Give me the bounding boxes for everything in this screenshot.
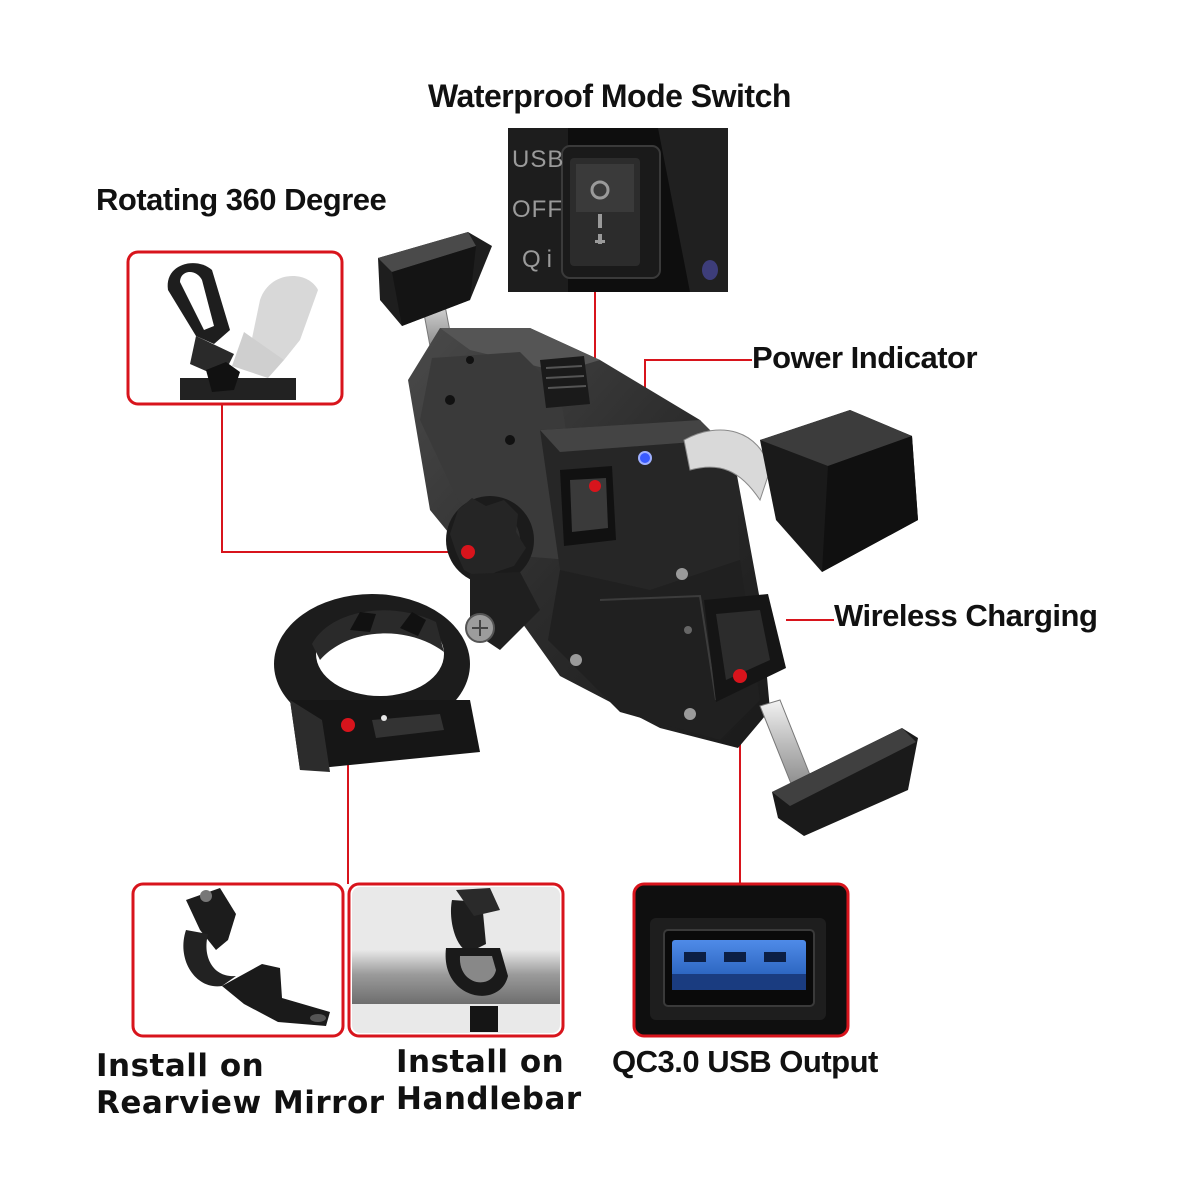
label-rotating: Rotating 360 Degree	[96, 182, 387, 217]
top-right-grip	[683, 410, 918, 572]
rotation-knob	[446, 496, 534, 584]
label-handlebar-line1: Install on	[396, 1044, 565, 1080]
label-usb-output: QC3.0 USB Output	[612, 1044, 878, 1079]
label-handlebar: Install on Handlebar	[396, 1044, 582, 1118]
label-rearview-line1: Install on	[96, 1048, 265, 1084]
switch-legend-qi: Qi	[522, 246, 558, 273]
label-power-indicator: Power Indicator	[752, 340, 978, 375]
callout-line-rotating	[221, 405, 468, 553]
inset-rearview-mirror	[131, 882, 345, 1038]
label-rearview-line2: Rearview Mirror	[96, 1085, 385, 1122]
label-handlebar-line2: Handlebar	[396, 1081, 582, 1118]
inset-usb-output	[632, 882, 850, 1038]
switch-legend-usb: USB	[512, 146, 565, 173]
inset-rotating	[126, 250, 344, 406]
inset-mode-switch	[508, 128, 728, 292]
label-wireless-charging: Wireless Charging	[834, 598, 1098, 633]
top-left-grip	[378, 232, 492, 347]
bottom-right-grip	[704, 594, 918, 836]
handlebar-clamp	[274, 594, 495, 772]
label-mode-switch: Waterproof Mode Switch	[428, 78, 791, 114]
inset-handlebar	[347, 882, 565, 1038]
switch-legend-off: OFF	[512, 196, 563, 223]
label-rearview-mirror: Install on Rearview Mirror	[96, 1048, 385, 1122]
